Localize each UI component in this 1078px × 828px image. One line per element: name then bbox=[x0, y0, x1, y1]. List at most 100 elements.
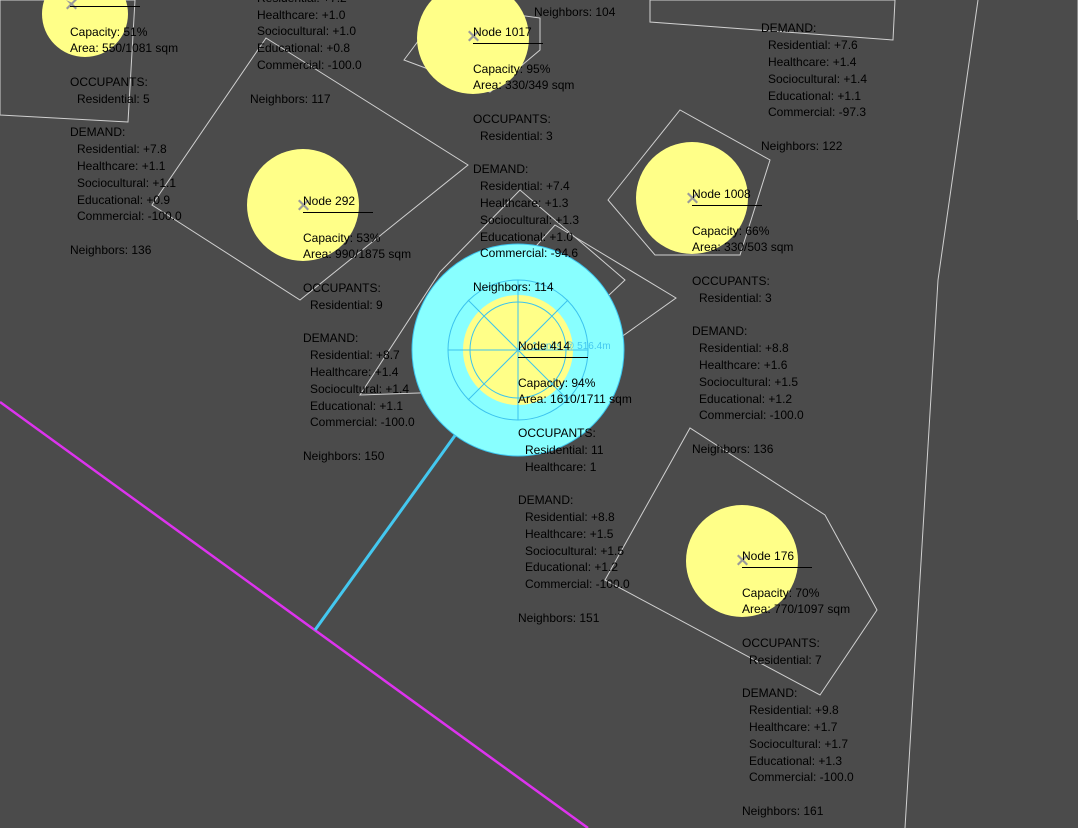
node-capacity: Capacity: 66% bbox=[692, 223, 770, 238]
panel-spacer bbox=[473, 94, 579, 111]
node-capacity: Capacity: 70% bbox=[742, 585, 820, 600]
node-marker-icon bbox=[66, 0, 77, 10]
boundary-line bbox=[0, 400, 589, 828]
node-title[interactable]: Node 414 bbox=[518, 338, 588, 358]
demand-item: Educational: +0.9 bbox=[77, 192, 171, 207]
selected-node-414[interactable] bbox=[411, 243, 625, 457]
demand-header: DEMAND: bbox=[303, 331, 359, 346]
demand-item: Healthcare: +1.3 bbox=[480, 195, 569, 210]
panel-spacer bbox=[742, 786, 854, 803]
demand-item: Educational: +1.2 bbox=[525, 560, 619, 575]
demand-item: Residential: +7.4 bbox=[480, 179, 570, 194]
selection-crosshair bbox=[448, 280, 588, 420]
demand-item: Healthcare: +1.4 bbox=[310, 364, 399, 379]
demand-item: Healthcare: +1.0 bbox=[257, 7, 346, 22]
node-area: Area: 990/1875 sqm bbox=[303, 247, 412, 262]
demand-item: Commercial: -100.0 bbox=[749, 770, 854, 785]
demand-item: Healthcare: +1.7 bbox=[749, 719, 838, 734]
occupant-item: Healthcare: 1 bbox=[525, 459, 597, 474]
demand-item: Residential: +7.6 bbox=[768, 38, 858, 53]
panel-spacer bbox=[742, 568, 854, 585]
panel-spacer bbox=[250, 74, 362, 91]
demand-item: Educational: +1.1 bbox=[768, 88, 862, 103]
cell-outline-top-mid bbox=[151, 37, 469, 301]
panel-spacer bbox=[473, 262, 579, 279]
panel-spacer bbox=[70, 108, 182, 125]
demand-header: DEMAND: bbox=[473, 162, 529, 177]
panel-spacer bbox=[473, 44, 579, 61]
node-area: Area: 330/503 sqm bbox=[692, 240, 794, 255]
panel-spacer bbox=[518, 593, 632, 610]
demand-item: Healthcare: +1.6 bbox=[699, 357, 788, 372]
cell-outline-top-right bbox=[649, 0, 896, 41]
demand-item: Sociocultural: +1.0 bbox=[257, 24, 357, 39]
occupant-item: Residential: 11 bbox=[525, 442, 604, 457]
demand-item: Educational: +1.1 bbox=[310, 398, 404, 413]
panel-spacer bbox=[518, 475, 632, 492]
demand-item: Educational: +1.2 bbox=[699, 391, 793, 406]
demand-item: Sociocultural: +1.5 bbox=[699, 374, 799, 389]
demand-item: Sociocultural: +1.4 bbox=[310, 381, 410, 396]
node-circle-1017[interactable] bbox=[417, 0, 529, 94]
panel-spacer bbox=[303, 263, 415, 280]
node-circle-top-left[interactable] bbox=[42, 0, 128, 57]
node-neighbors: Neighbors: 136 bbox=[70, 242, 152, 257]
node-title[interactable]: Node 176 bbox=[742, 548, 812, 568]
node-area: Area: 1610/1711 sqm bbox=[518, 392, 632, 407]
demand-item: Residential: +7.8 bbox=[77, 142, 167, 157]
selection-distance-label: 1 units @ 516.4m bbox=[532, 341, 611, 352]
panel-spacer bbox=[473, 145, 579, 162]
node-title[interactable]: Node 292 bbox=[303, 193, 373, 213]
node-title[interactable]: Node 1017 bbox=[473, 24, 543, 44]
panel-spacer bbox=[761, 4, 867, 21]
node-title-row: Node 292 bbox=[303, 193, 415, 213]
occupant-item: Residential: 5 bbox=[77, 91, 150, 106]
node-title[interactable]: Node 1008 bbox=[692, 186, 762, 206]
demand-item: Residential: +7.2 bbox=[250, 0, 362, 7]
node-title-row: Node 414 bbox=[518, 338, 632, 358]
node-capacity: Capacity: 95% bbox=[473, 61, 551, 76]
occupants-header: OCCUPANTS: bbox=[70, 74, 148, 89]
demand-item: Healthcare: +1.1 bbox=[77, 158, 166, 173]
demand-item: Sociocultural: +1.7 bbox=[749, 736, 849, 751]
occupant-item: Residential: 9 bbox=[310, 297, 383, 312]
panel-spacer bbox=[761, 121, 867, 138]
node-info-panel: Node 327Capacity: 51%Area: 550/1081 sqmO… bbox=[70, 0, 182, 259]
panel-spacer bbox=[518, 358, 632, 375]
node-neighbors: Neighbors: 122 bbox=[761, 138, 843, 153]
panel-spacer bbox=[518, 408, 632, 425]
panel-spacer bbox=[303, 431, 415, 448]
node-title[interactable]: Node 327 bbox=[70, 0, 140, 7]
node-info-panel: Neighbors: 103Residential: +7.2Healthcar… bbox=[250, 0, 362, 107]
panel-spacer bbox=[692, 206, 804, 223]
demand-item: Commercial: -100.0 bbox=[525, 577, 630, 592]
node-markers bbox=[66, 0, 748, 566]
node-area: Area: 330/349 sqm bbox=[473, 78, 575, 93]
occupants-header: OCCUPANTS: bbox=[742, 635, 820, 650]
node-neighbors: Neighbors: 114 bbox=[473, 279, 554, 294]
node-marker-icon bbox=[737, 554, 748, 566]
panel-spacer bbox=[303, 213, 415, 230]
demand-header: DEMAND: bbox=[70, 125, 126, 140]
panel-spacer bbox=[70, 225, 182, 242]
demand-item: Sociocultural: +1.1 bbox=[77, 175, 177, 190]
panel-spacer bbox=[692, 256, 804, 273]
node-marker-icon bbox=[687, 192, 698, 204]
cell-outline-176 bbox=[604, 427, 878, 696]
demand-item: Commercial: -97.3 bbox=[768, 105, 867, 120]
panel-spacer bbox=[70, 57, 182, 74]
panel-spacer bbox=[742, 669, 854, 686]
node-title-row: Node 1008 bbox=[692, 186, 804, 206]
node-capacity: Capacity: 51% bbox=[70, 24, 148, 39]
occupant-item: Residential: 3 bbox=[480, 128, 553, 143]
demand-header: DEMAND: bbox=[761, 21, 817, 36]
demand-item: Commercial: -94.6 bbox=[480, 246, 579, 261]
demand-item: Educational: +1.0 bbox=[480, 229, 574, 244]
demand-item: Commercial: -100.0 bbox=[310, 415, 415, 430]
